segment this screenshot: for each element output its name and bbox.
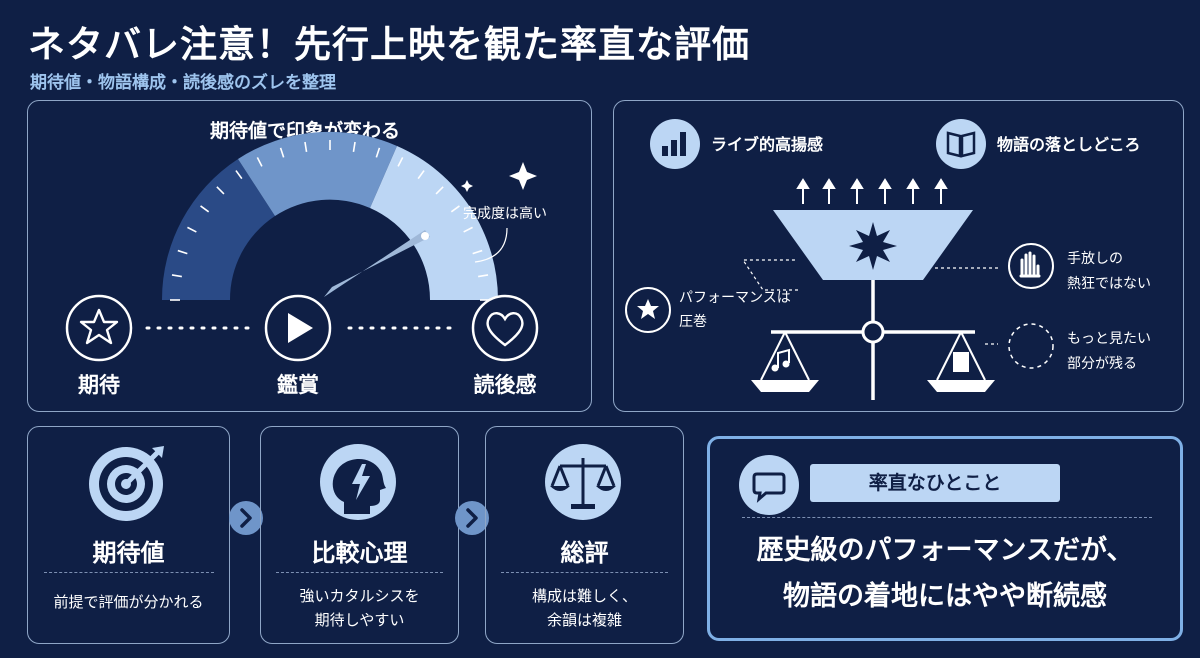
music-note-icon — [777, 348, 790, 368]
book-icon — [946, 131, 976, 158]
gauge-segment-mid — [238, 131, 397, 216]
star-icon — [637, 299, 659, 319]
chevron-right-icon — [455, 501, 489, 535]
page-title: ネタバレ注意！先行上映を観た率直な評価 — [28, 23, 750, 66]
gauge-tick — [200, 205, 210, 213]
sparkle-small-icon — [461, 180, 473, 192]
speech-bubble-icon — [739, 455, 799, 515]
gauge-segment-low — [161, 159, 275, 300]
gauge-tick — [216, 186, 225, 195]
document-icon — [953, 352, 969, 372]
gauge-segment-high — [370, 146, 498, 300]
gauge-tick — [463, 226, 473, 233]
heart-icon — [486, 312, 524, 347]
summary-divider — [742, 517, 1152, 518]
upward-arrows — [796, 178, 948, 204]
card-desc-comparison-line1: 強いカタルシスを — [299, 587, 420, 605]
callout-line — [474, 227, 508, 263]
step-label-aftertaste: 読後感 — [474, 373, 537, 397]
gauge-callout: 完成度は高い — [463, 205, 547, 222]
star-icon — [79, 308, 119, 345]
gauge-tick — [279, 147, 285, 158]
play-icon — [288, 313, 313, 343]
card-overall — [485, 426, 684, 644]
step-aftertaste-circle — [471, 294, 539, 362]
card-desc-expectation: 前提で評価が分かれる — [53, 593, 204, 611]
story-landing-label: 物語の落としどころ — [997, 135, 1141, 154]
balance-pivot — [861, 320, 885, 344]
balance-diagram: ライブ的高揚感 物語の落としどころ パフォーマンスは 圧巻 手放しの 熱狂ではな… — [625, 119, 1151, 400]
hand-icon — [1019, 251, 1041, 278]
gauge-tick — [235, 170, 243, 180]
card-title-comparison: 比較心理 — [311, 539, 408, 567]
card-title-overall: 総評 — [560, 539, 609, 567]
needle-tip — [421, 232, 429, 240]
left-pan — [751, 380, 819, 392]
gauge-tick — [435, 186, 444, 195]
head-lightning-icon — [320, 444, 396, 520]
gauge-needle — [324, 230, 430, 297]
card-comparison — [260, 426, 459, 644]
gauge-tick — [256, 157, 263, 167]
gauge-panel — [27, 100, 592, 412]
gauge-tick — [417, 170, 425, 180]
gauge-tick — [352, 141, 356, 152]
burst-icon — [849, 222, 897, 270]
balance-panel — [613, 100, 1184, 412]
gauge-tick — [177, 249, 188, 255]
empty-circle-icon — [1008, 323, 1054, 369]
summary-line1: 歴史級のパフォーマンスだが、 — [756, 535, 1134, 566]
hand-note-line1: 手放しの — [1067, 251, 1123, 267]
summary-panel — [707, 436, 1183, 641]
target-icon — [89, 446, 164, 521]
gauge-tick — [397, 157, 404, 167]
left-connector — [741, 259, 798, 291]
hand-note-line2: 熱狂ではない — [1067, 276, 1151, 292]
step-expectation-circle — [65, 294, 133, 362]
gauge-tick — [472, 249, 483, 255]
step-label-viewing: 鑑賞 — [277, 373, 319, 397]
performance-note-line1: パフォーマンスは — [679, 290, 791, 306]
card-desc-overall-line2: 余韻は複雑 — [546, 611, 622, 629]
summary-line2: 物語の着地にはやや断続感 — [783, 581, 1107, 612]
card-divider — [44, 572, 214, 573]
gauge-diagram: 期待値で印象が変わる 完成度は高い 期待 鑑賞 読後感 — [65, 119, 547, 397]
remaining-note-line2: 部分が残る — [1067, 356, 1137, 372]
remaining-note-line1: もっと見たい — [1067, 331, 1151, 347]
performance-note-line2: 圧巻 — [679, 314, 707, 330]
gauge-tick — [187, 226, 197, 233]
gauge-meter — [161, 131, 498, 301]
gauge-tick — [478, 274, 489, 278]
gauge-tick — [450, 205, 460, 213]
gauge-tick — [375, 147, 381, 158]
highlight-live-label: ライブ的高揚感 — [711, 135, 823, 154]
card-divider — [276, 572, 443, 573]
bar-chart-icon — [662, 132, 686, 156]
card-title-expectation: 期待値 — [92, 539, 165, 567]
chevron-right-icon — [229, 501, 263, 535]
gauge-tick — [171, 274, 182, 278]
card-desc-comparison-line2: 期待しやすい — [314, 611, 405, 629]
card-divider — [501, 572, 668, 573]
summary-quote: 歴史級のパフォーマンスだが、 物語の着地にはやや断続感 — [712, 528, 1178, 620]
gauge-tick — [304, 141, 308, 152]
card-desc-overall-line1: 構成は難しく、 — [531, 587, 637, 605]
page-subtitle: 期待値・物語構成・読後感のズレを整理 — [30, 73, 336, 93]
gauge-ticks — [170, 140, 490, 301]
step-label-expectation: 期待 — [78, 373, 120, 397]
right-pan — [927, 380, 995, 392]
card-expectation — [27, 426, 230, 644]
sparkle-icon — [509, 162, 537, 190]
scales-icon — [545, 444, 621, 520]
summary-tag: 率直なひとこと — [810, 464, 1060, 502]
